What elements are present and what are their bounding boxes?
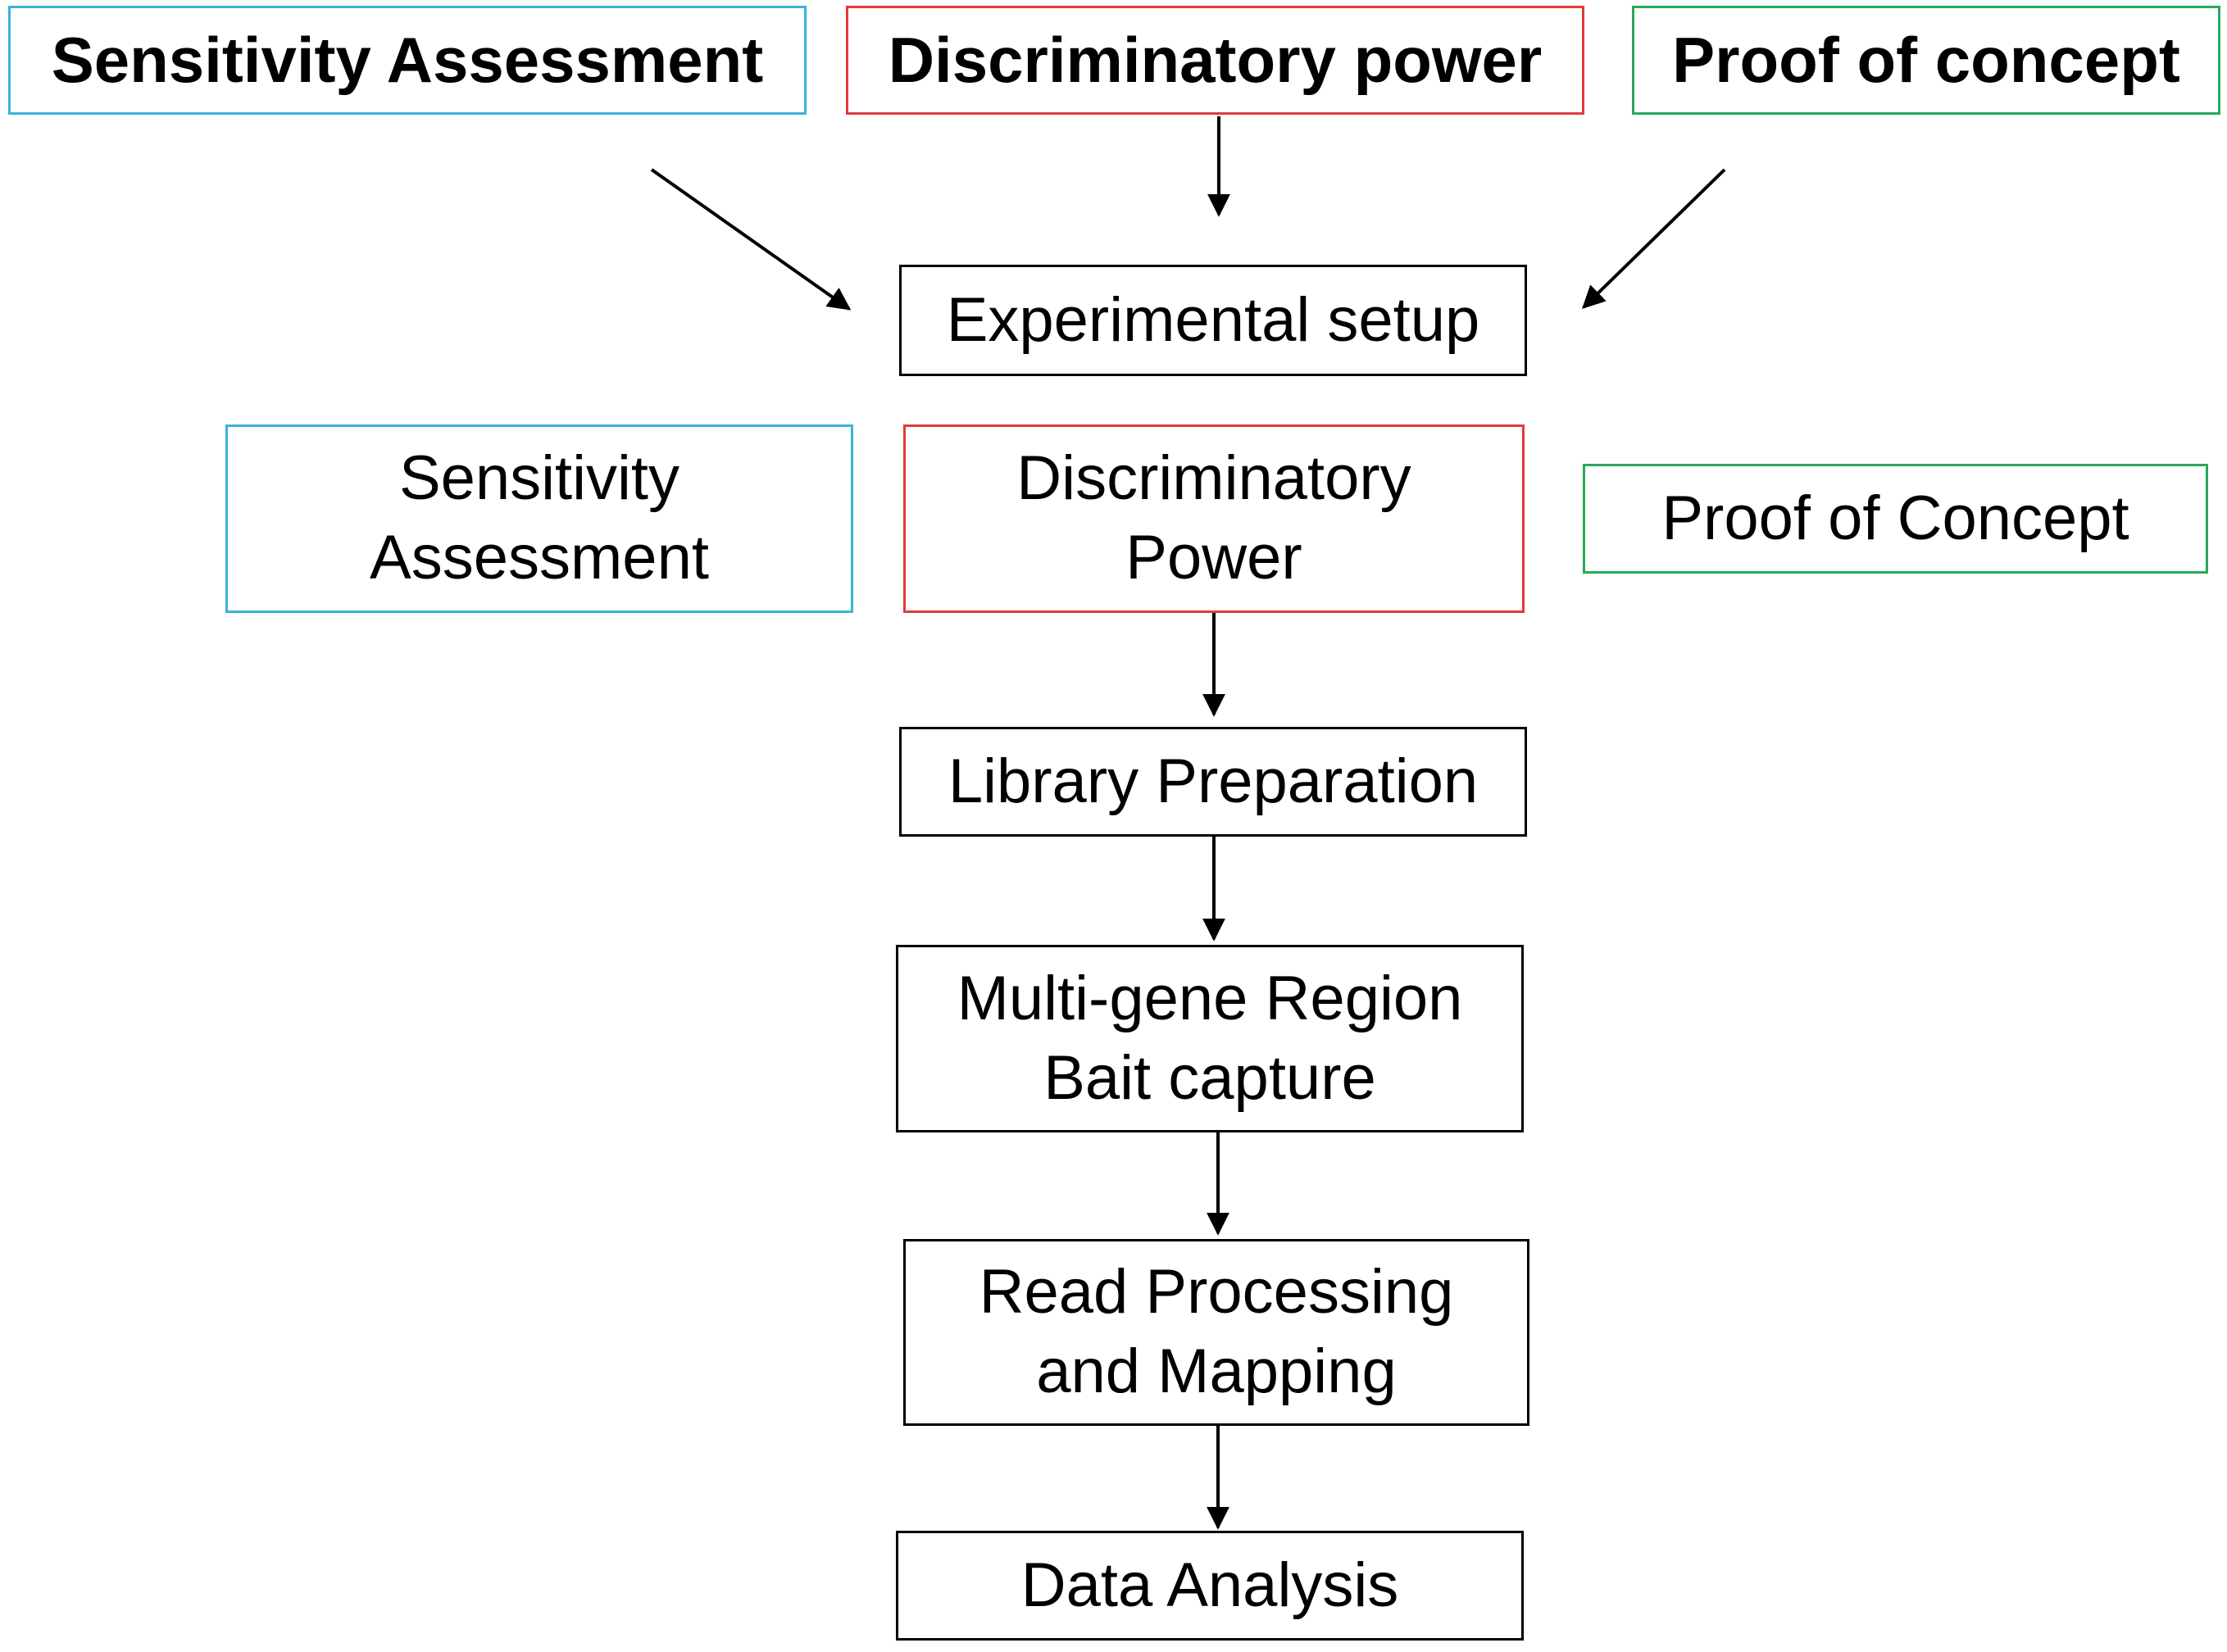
sensitivity-line-1: Sensitivity [398, 443, 680, 514]
experimental-setup-box: Experimental setup [899, 265, 1527, 376]
data-analysis-label: Data Analysis [1020, 1550, 1399, 1620]
header-sensitivity-label: Sensitivity Assessment [51, 23, 764, 96]
sensitivity-line-2: Assessment [370, 523, 709, 592]
discriminatory-line-2: Power [1125, 523, 1302, 592]
bait-capture-box: Multi-gene Region Bait capture [896, 945, 1524, 1132]
header-sensitivity-assessment: Sensitivity Assessment [8, 6, 807, 115]
library-preparation-label: Library Preparation [948, 746, 1479, 816]
header-discriminatory-power: Discriminatory power [846, 6, 1584, 115]
bait-capture-line-1: Multi-gene Region [957, 963, 1463, 1033]
sensitivity-assessment-box: Sensitivity Assessment [225, 424, 853, 613]
discriminatory-line-1: Discriminatory [1016, 443, 1411, 514]
arrow-proof-to-setup [1581, 168, 1726, 309]
data-analysis-box: Data Analysis [896, 1531, 1524, 1641]
header-discriminatory-label: Discriminatory power [888, 23, 1543, 96]
proof-of-concept-label: Proof of Concept [1661, 483, 2129, 553]
read-processing-line-2: and Mapping [1036, 1337, 1397, 1406]
header-proof-of-concept: Proof of concept [1632, 6, 2220, 115]
read-processing-line-1: Read Processing [979, 1257, 1454, 1328]
header-proof-label: Proof of concept [1672, 23, 2180, 96]
read-processing-box: Read Processing and Mapping [903, 1239, 1529, 1426]
proof-of-concept-box: Proof of Concept [1583, 464, 2208, 574]
experimental-setup-label: Experimental setup [946, 284, 1480, 355]
arrow-sensitivity-to-setup [650, 168, 852, 311]
discriminatory-power-box: Discriminatory Power [903, 424, 1525, 613]
library-preparation-box: Library Preparation [899, 727, 1527, 837]
bait-capture-line-2: Bait capture [1043, 1042, 1376, 1113]
